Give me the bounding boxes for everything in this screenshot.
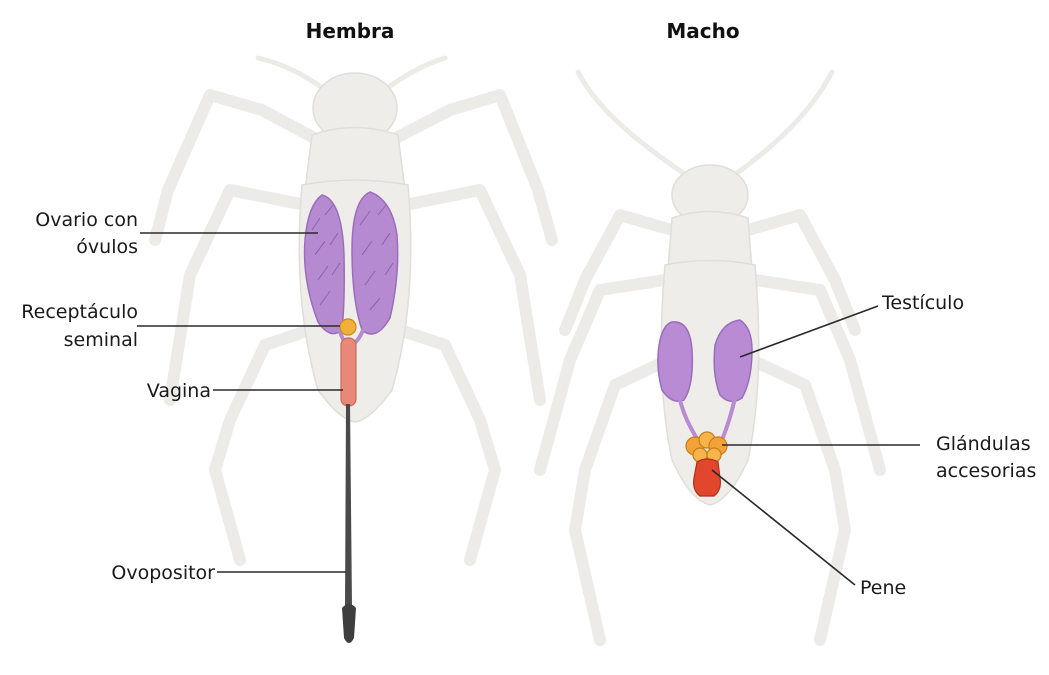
- label-penis: Pene: [860, 577, 906, 599]
- female-leg-hind-left: [215, 330, 310, 560]
- male-leg-front-left: [565, 215, 672, 330]
- male-penis: [694, 459, 721, 496]
- male-antenna-left: [578, 72, 690, 178]
- female-leg-front-left: [155, 95, 318, 240]
- female-leg-front-right: [392, 95, 552, 240]
- title-male: Macho: [666, 19, 739, 43]
- title-female: Hembra: [306, 19, 395, 43]
- label-vagina: Vagina: [147, 380, 211, 402]
- female-vagina: [341, 338, 356, 406]
- label-receptacle-line2: seminal: [64, 329, 138, 351]
- label-testis: Testículo: [881, 292, 964, 314]
- female-leg-mid-right: [405, 190, 540, 400]
- female-ovipositor-tip: [342, 604, 356, 643]
- male-insect-silhouette: [540, 72, 880, 640]
- female-leg-hind-right: [400, 330, 495, 560]
- female-insect-silhouette: [155, 58, 552, 560]
- female-leg-mid-left: [170, 190, 305, 400]
- male-antenna-right: [730, 72, 832, 178]
- label-ovipositor: Ovopositor: [111, 562, 215, 584]
- label-ovary-line2: óvulos: [76, 236, 138, 258]
- male-leg-hind-right: [752, 360, 845, 640]
- label-ovary-line1: Ovario con: [35, 209, 138, 231]
- female-seminal-receptacle: [340, 319, 356, 335]
- male-testis-left: [658, 322, 692, 401]
- female-ovipositor: [345, 404, 352, 608]
- label-glands-line2: accesorias: [936, 460, 1036, 482]
- label-glands-line1: Glándulas: [936, 433, 1031, 455]
- male-testis-right: [714, 320, 752, 401]
- male-leg-front-right: [748, 215, 855, 330]
- female-ovary-right: [352, 192, 398, 334]
- male-leg-hind-left: [575, 360, 668, 640]
- label-receptacle-line1: Receptáculo: [21, 301, 138, 323]
